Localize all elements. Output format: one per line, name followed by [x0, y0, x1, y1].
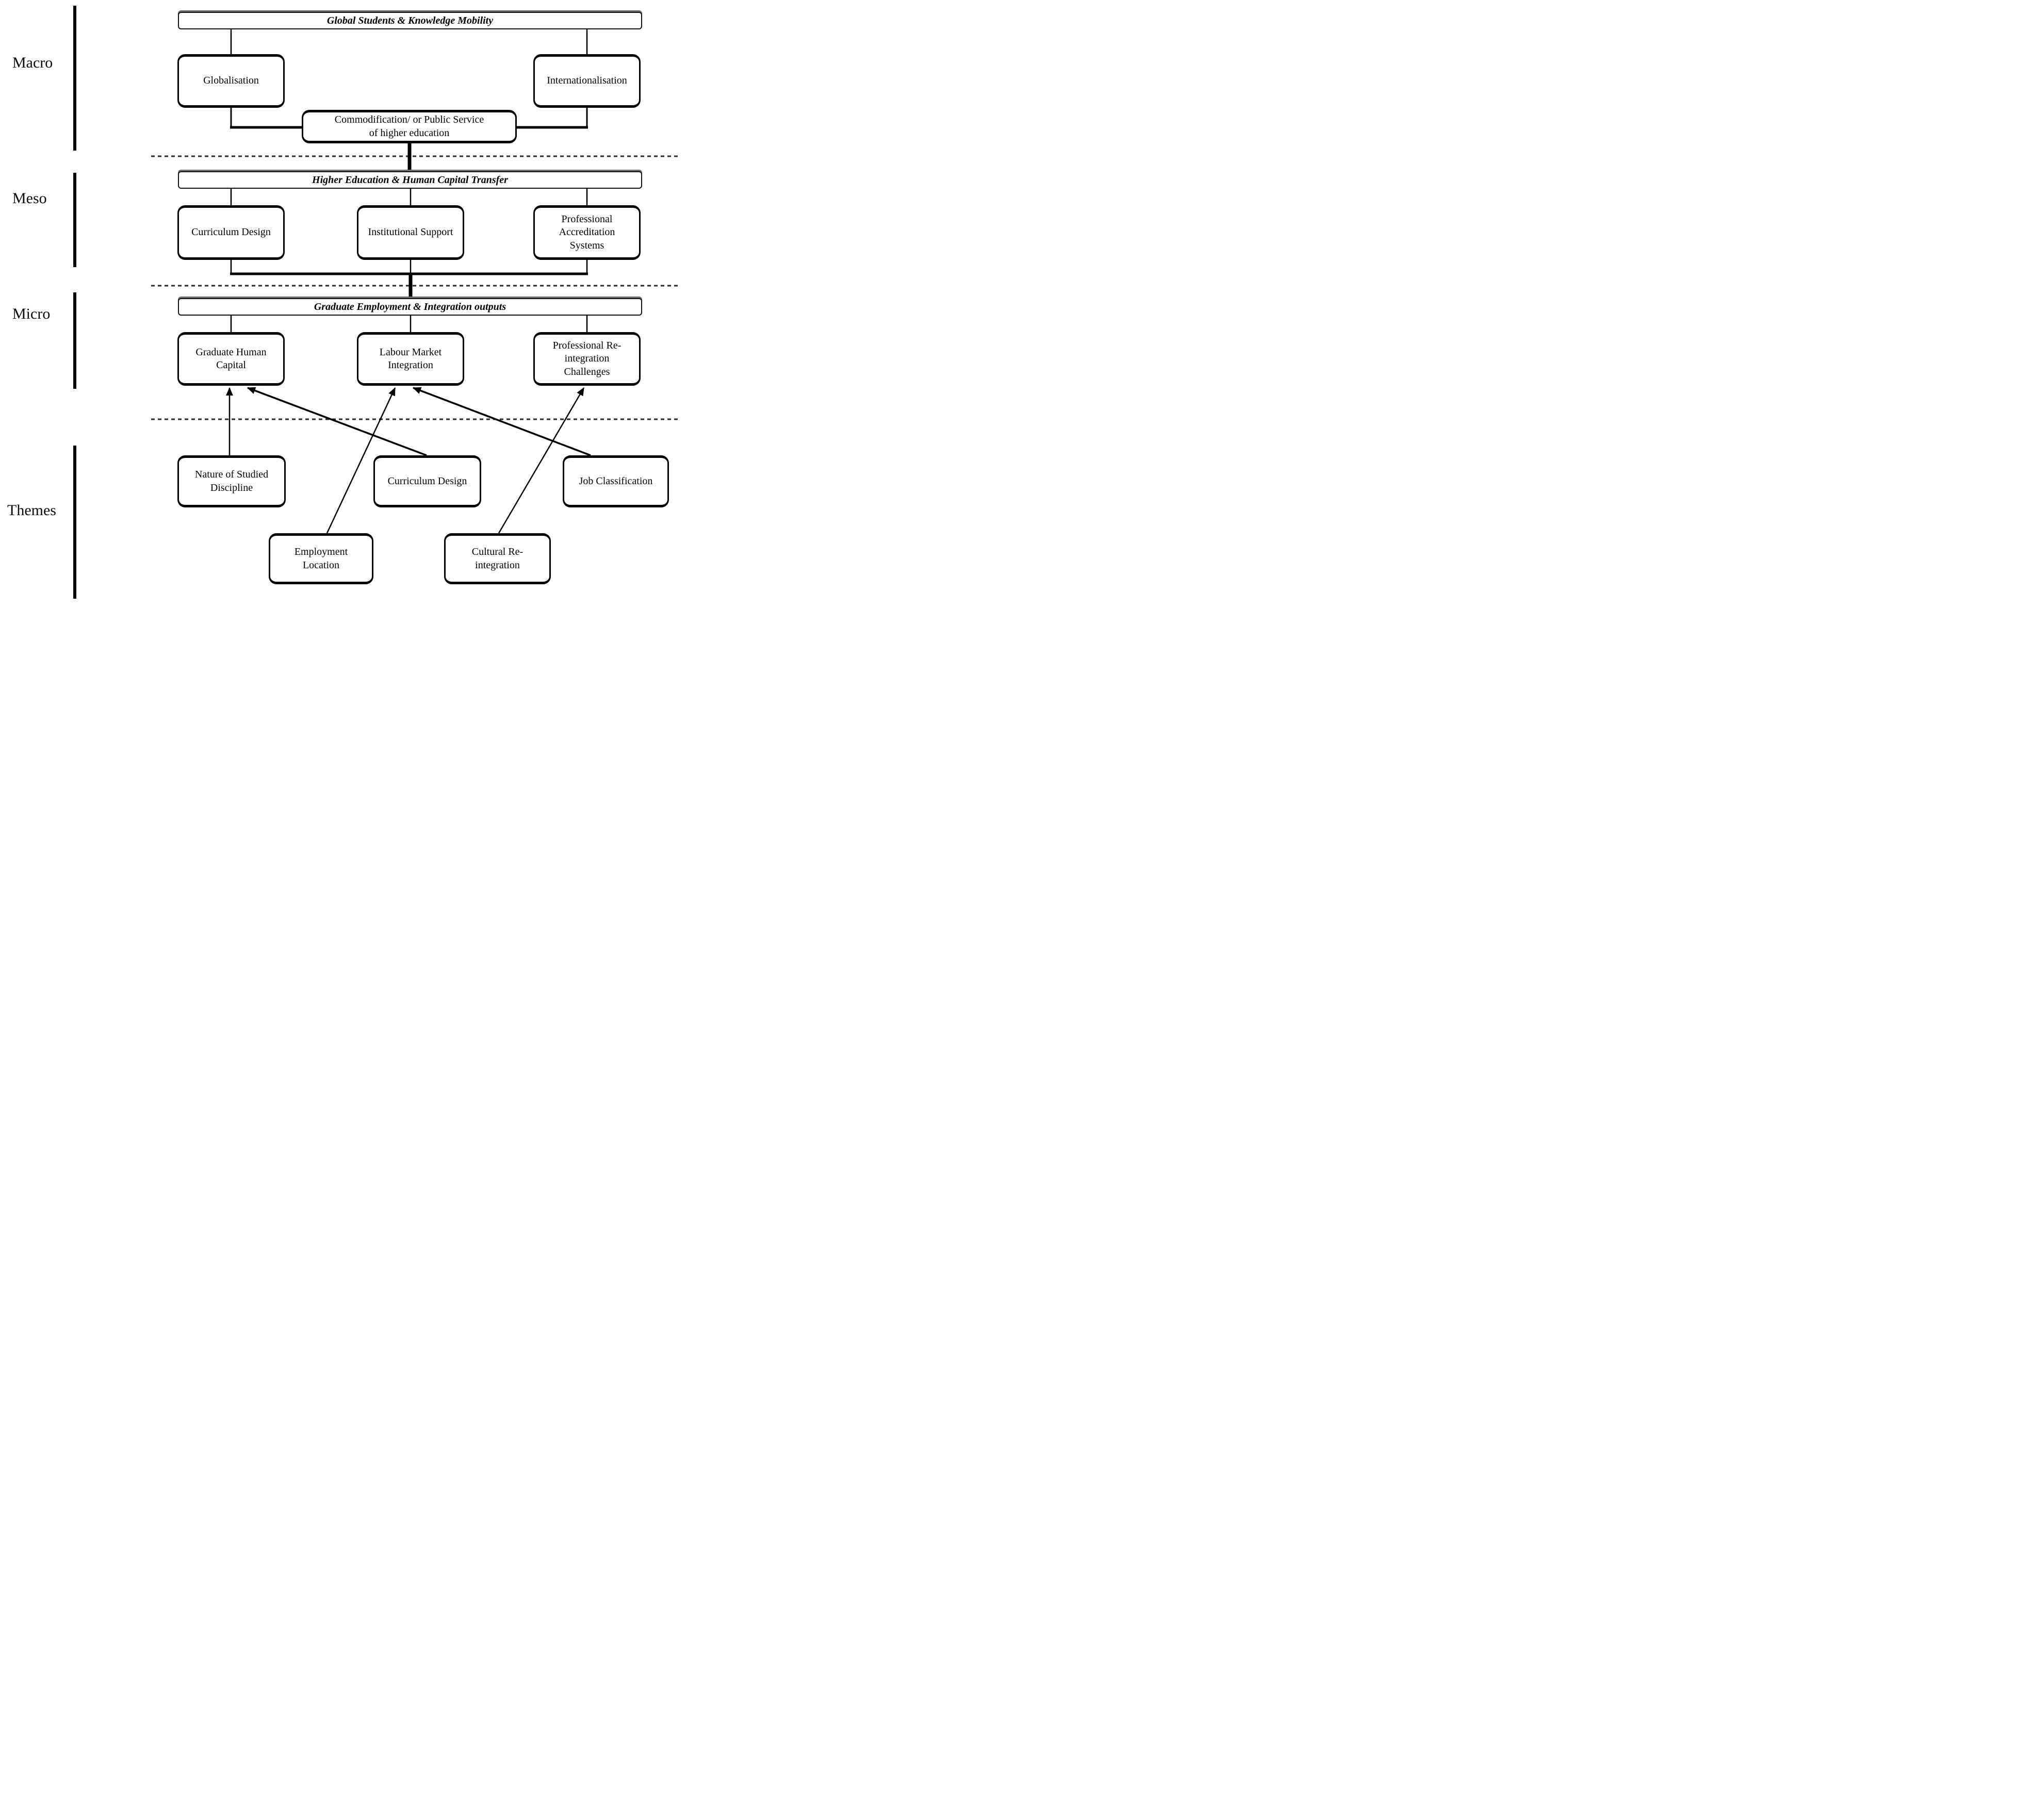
cultural-reintegration-label: Cultural Re- integration — [471, 546, 524, 571]
institutional-support-label: Institutional Support — [368, 226, 453, 238]
professional-reintegration-box: Professional Re- integration Challenges — [533, 332, 641, 386]
connector-layer — [73, 6, 680, 599]
meso-curriculum-design-box: Curriculum Design — [177, 205, 285, 260]
globalisation-box: Globalisation — [177, 54, 285, 108]
micro-header-bar: Graduate Employment & Integration output… — [178, 298, 642, 316]
professional-accreditation-box: Professional Accreditation Systems — [533, 205, 641, 260]
framework-diagram: Macro Meso Micro Themes Global Students … — [0, 0, 681, 603]
internationalisation-label: Internationalisation — [547, 75, 627, 87]
professional-reintegration-label: Professional Re- integration Challenges — [552, 340, 622, 377]
labour-market-integration-box: Labour Market Integration — [357, 332, 464, 386]
arrow-curriculum-design-to-graduate-human-capital — [247, 387, 427, 456]
level-label-macro: Macro — [12, 54, 53, 71]
commodification-box: Commodification/ or Public Service of hi… — [302, 110, 517, 143]
institutional-support-box: Institutional Support — [357, 205, 464, 260]
graduate-human-capital-box: Graduate Human Capital — [177, 332, 285, 386]
professional-accreditation-label: Professional Accreditation Systems — [559, 213, 615, 251]
employment-location-box: Employment Location — [269, 533, 373, 584]
level-label-micro: Micro — [12, 305, 51, 322]
meso-header-bar: Higher Education & Human Capital Transfe… — [178, 171, 642, 189]
nature-of-studied-discipline-label: Nature of Studied Discipline — [194, 469, 269, 494]
theme-curriculum-design-label: Curriculum Design — [387, 475, 467, 487]
globalisation-label: Globalisation — [203, 75, 259, 87]
job-classification-label: Job Classification — [579, 475, 653, 487]
arrow-employment-location-to-labour-market-integration — [326, 387, 396, 534]
theme-curriculum-design-box: Curriculum Design — [373, 455, 481, 507]
cultural-reintegration-box: Cultural Re- integration — [444, 533, 551, 584]
job-classification-box: Job Classification — [563, 455, 669, 507]
arrow-job-classification-to-labour-market-integration — [413, 387, 591, 456]
labour-market-integration-label: Labour Market Integration — [379, 346, 442, 371]
commodification-label: Commodification/ or Public Service of hi… — [334, 114, 484, 139]
meso-curriculum-design-label: Curriculum Design — [191, 226, 271, 238]
graduate-human-capital-label: Graduate Human Capital — [195, 346, 267, 371]
employment-location-label: Employment Location — [294, 546, 348, 571]
internationalisation-box: Internationalisation — [533, 54, 641, 108]
arrow-cultural-reintegration-to-professional-reintegration — [498, 387, 585, 534]
level-label-meso: Meso — [12, 190, 47, 207]
meso-header-text: Higher Education & Human Capital Transfe… — [312, 174, 508, 186]
level-label-themes: Themes — [7, 502, 56, 519]
nature-of-studied-discipline-box: Nature of Studied Discipline — [177, 455, 286, 507]
micro-header-text: Graduate Employment & Integration output… — [314, 301, 506, 313]
macro-header-bar: Global Students & Knowledge Mobility — [178, 12, 642, 29]
macro-header-text: Global Students & Knowledge Mobility — [326, 14, 494, 26]
